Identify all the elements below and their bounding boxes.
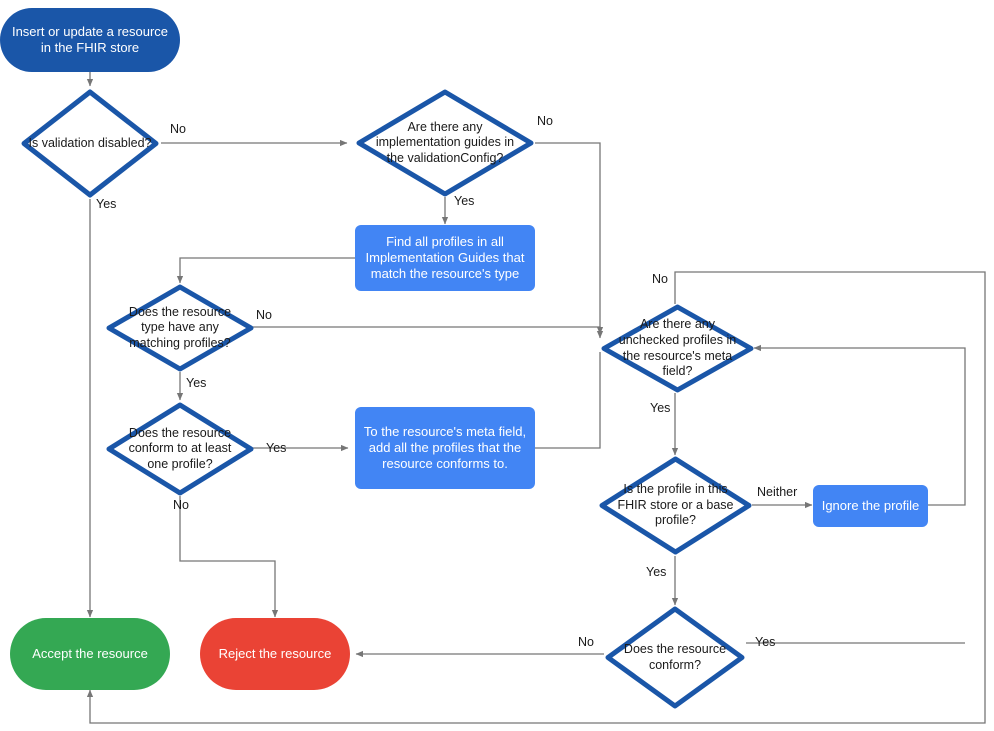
node-find-profiles-label: Find all profiles in all Implementation … (365, 234, 525, 281)
edge-label-conform-one-no: No (173, 498, 189, 512)
edge-label-validation-yes: Yes (96, 197, 117, 211)
edge-unchecked-no (86, 271, 986, 724)
node-conform-one-profile[interactable]: Does the resource conform to at least on… (105, 401, 255, 497)
node-matching-profiles[interactable]: Does the resource type have any matching… (105, 283, 255, 373)
edge-label-profile-yes: Yes (646, 565, 667, 579)
edge-conform-one-no (179, 496, 279, 618)
node-start[interactable]: Insert or update a resource in the FHIR … (0, 8, 180, 72)
edge-label-validation-no: No (170, 122, 186, 136)
edge-label-matching-yes: Yes (186, 376, 207, 390)
edge-label-unchecked-no: No (652, 272, 668, 286)
node-unchecked-profiles[interactable]: Are there any unchecked profiles in the … (600, 303, 755, 394)
node-start-label: Insert or update a resource in the FHIR … (11, 24, 169, 55)
node-ignore-profile-label: Ignore the profile (821, 498, 920, 514)
node-validation-disabled[interactable]: Is validation disabled? (20, 88, 160, 199)
edge-add-meta-to-unchecked (535, 352, 601, 449)
node-implementation-guides[interactable]: Are there any implementation guides in t… (355, 88, 535, 198)
edge-label-profile-neither: Neither (757, 485, 798, 499)
edge-label-conform-one-yes: Yes (266, 441, 287, 455)
node-unchecked-profiles-label: Are there any unchecked profiles in the … (618, 317, 737, 379)
edge-label-conform-no: No (578, 635, 594, 649)
node-matching-profiles-label: Does the resource type have any matching… (128, 304, 232, 350)
edge-find-to-matching (176, 257, 355, 284)
diamond-shape (106, 402, 254, 496)
node-add-profiles-meta[interactable]: To the resource's meta field, add all th… (355, 407, 535, 489)
diamond-shape (601, 304, 754, 393)
node-profile-in-store-label: Is the profile in this FHIR store or a b… (617, 482, 734, 528)
node-resource-conform-label: Does the resource conform? (623, 641, 727, 672)
edge-guides-no (535, 142, 604, 335)
node-validation-disabled-label: Is validation disabled? (28, 135, 152, 150)
node-ignore-profile[interactable]: Ignore the profile (813, 485, 928, 527)
node-profile-in-store[interactable]: Is the profile in this FHIR store or a b… (598, 455, 753, 556)
diamond-shape (605, 606, 745, 709)
node-find-profiles[interactable]: Find all profiles in all Implementation … (355, 225, 535, 291)
edge-label-conform-yes: Yes (755, 635, 776, 649)
node-add-profiles-meta-label: To the resource's meta field, add all th… (363, 424, 527, 471)
diamond-shape (356, 89, 534, 197)
edge-label-matching-no: No (256, 308, 272, 322)
node-resource-conform[interactable]: Does the resource conform? (604, 605, 746, 710)
node-accept[interactable]: Accept the resource (10, 618, 170, 690)
edge-ignore-loop (753, 344, 966, 506)
node-reject[interactable]: Reject the resource (200, 618, 350, 690)
edge-matching-no (253, 326, 604, 339)
node-accept-label: Accept the resource (32, 646, 148, 662)
node-conform-one-profile-label: Does the resource conform to at least on… (128, 425, 232, 471)
diamond-shape (599, 456, 752, 555)
edge-label-unchecked-yes: Yes (650, 401, 671, 415)
diamond-shape (106, 284, 254, 372)
edge-label-guides-yes: Yes (454, 194, 475, 208)
node-reject-label: Reject the resource (218, 646, 332, 662)
diamond-shape (21, 89, 159, 198)
node-implementation-guides-label: Are there any implementation guides in t… (375, 119, 515, 165)
edge-label-guides-no: No (537, 114, 553, 128)
